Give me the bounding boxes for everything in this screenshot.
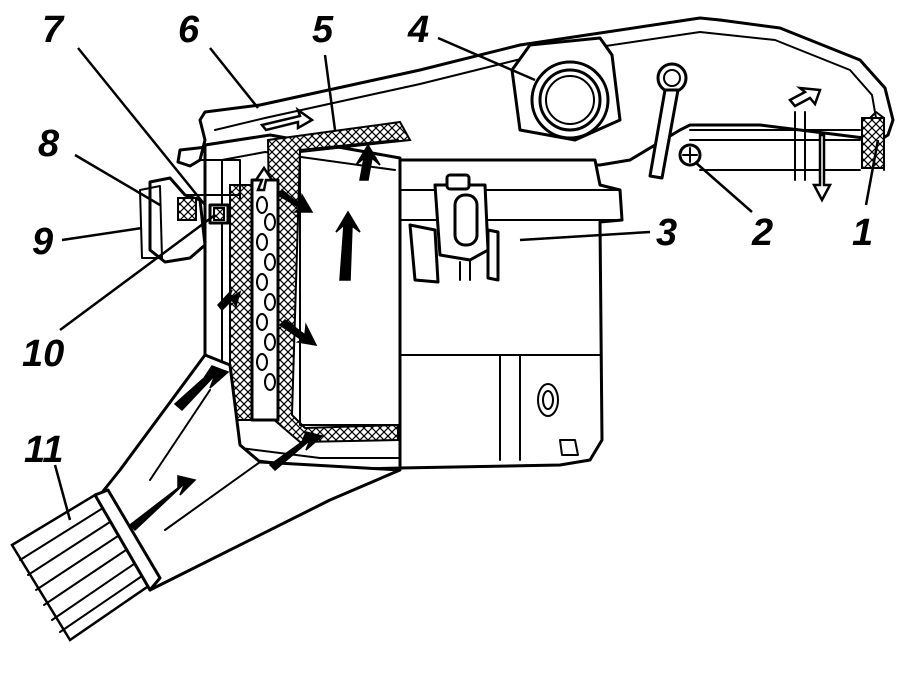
valve-assembly: [139, 159, 241, 264]
flow-arrow: [173, 365, 230, 412]
intake-duct: [98, 353, 402, 592]
flow-arrow-open: [259, 106, 315, 132]
leader-line-5: [323, 54, 337, 131]
filter-perforations: [256, 196, 276, 391]
filler-neck: [510, 36, 622, 142]
airflow-arrows: [128, 86, 833, 532]
callout-label-4: 4: [407, 9, 429, 51]
callout-label-6: 6: [178, 9, 200, 51]
latch-handle: [648, 62, 688, 180]
flow-arrow-open: [811, 133, 833, 203]
leader-line-7: [77, 47, 206, 206]
callout-label-3: 3: [656, 212, 677, 254]
flow-arrow: [276, 188, 314, 213]
flow-arrow: [355, 143, 381, 181]
callout-label-8: 8: [38, 123, 60, 165]
callout-label-5: 5: [312, 9, 334, 51]
leader-line-10: [59, 213, 216, 332]
leader-line-11: [53, 464, 72, 521]
leader-line-3: [519, 230, 651, 242]
leader-line-8: [74, 153, 161, 207]
leader-line-9: [61, 226, 143, 242]
leader-line-6: [209, 47, 259, 109]
housing-body: [398, 158, 624, 470]
flow-arrow: [278, 319, 318, 346]
leader-line-4: [437, 36, 536, 82]
callout-label-10: 10: [22, 333, 64, 375]
flow-arrow: [335, 210, 361, 281]
callout-label-9: 9: [32, 221, 53, 263]
callout-label-2: 2: [751, 212, 773, 254]
callout-labels: 1 2 3 4 5 6 7 8 9 10 11: [22, 9, 873, 471]
flow-arrow-open: [788, 86, 822, 108]
leader-lines: [53, 36, 880, 521]
flow-arrow-open: [253, 165, 275, 192]
housing-clamp: [408, 173, 500, 284]
flow-arrow: [268, 431, 324, 472]
cover-inner-edge: [214, 31, 877, 131]
callout-label-1: 1: [852, 212, 873, 254]
callout-label-7: 7: [42, 9, 65, 51]
flow-arrow: [128, 475, 197, 532]
leader-line-1: [864, 139, 880, 206]
flow-arrow: [217, 289, 242, 312]
leader-line-2: [694, 161, 753, 213]
callout-label-11: 11: [24, 429, 63, 471]
